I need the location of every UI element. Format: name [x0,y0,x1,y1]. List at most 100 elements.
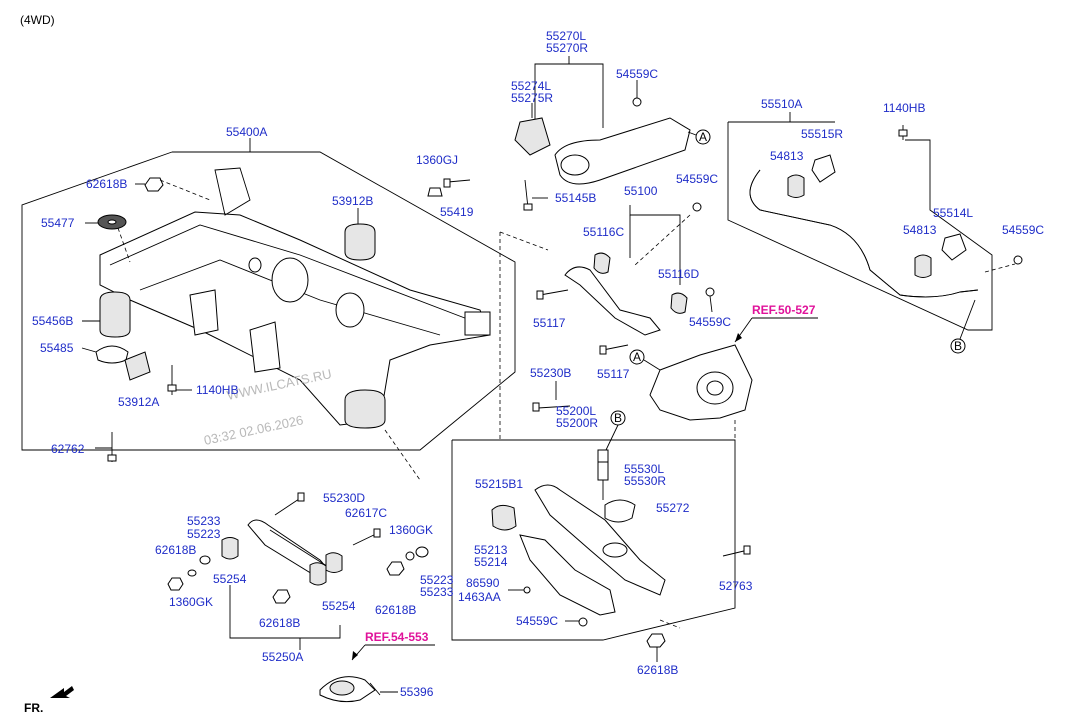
part-label[interactable]: 55233 [187,514,221,528]
assist-arm-group: REF.54-553 [167,492,435,703]
part-label[interactable]: 62618B [259,616,300,630]
subframe-hole-1 [271,257,309,303]
part-label[interactable]: 54559C [616,67,658,81]
part-label[interactable]: 55230D [323,491,365,505]
ref-54-553[interactable]: REF.54-553 [365,630,429,644]
part-label[interactable]: 55485 [40,341,74,355]
washer-55223-1 [199,555,211,565]
washer-1360GK-1 [187,569,197,577]
bolt-86590 [523,586,531,594]
part-label[interactable]: 52763 [719,579,753,593]
subframe-body [99,211,491,426]
watermark-line2: 03:32 02.06.2026 [203,412,305,448]
part-label[interactable]: 55270L [546,29,586,43]
part-label[interactable]: 55215B1 [475,477,523,491]
part-label[interactable]: 62617C [345,506,387,520]
stabilizer-group-outline [727,122,993,331]
part-label[interactable]: 55250A [262,650,303,664]
part-label[interactable]: 1140HB [883,101,925,115]
part-label[interactable]: 55272 [656,501,690,515]
part-label[interactable]: 55116C [583,225,624,239]
part-label[interactable]: 55275R [511,91,553,105]
part-label[interactable]: 54559C [676,172,718,186]
subframe-bracket-1 [189,289,219,336]
subframe-hole-2 [335,292,365,328]
part-label[interactable]: 55400A [226,125,267,139]
nut-1360GJ [427,187,443,197]
bushing-55274 [514,117,551,156]
part-label[interactable]: 55214 [474,555,508,569]
knuckle-group: A REF.50-527 [629,303,818,421]
part-label[interactable]: 54813 [770,149,804,163]
bushing-55456B [99,291,131,338]
part-label[interactable]: 55117 [533,316,566,330]
lower-arm-plate [519,534,616,616]
part-label[interactable]: 55270R [546,41,588,55]
part-label[interactable]: 62618B [375,603,416,617]
part-label[interactable]: 54559C [516,614,558,628]
ref-50-527[interactable]: REF.50-527 [752,303,816,317]
part-label[interactable]: 55514L [933,206,973,220]
part-label[interactable]: 55116D [658,267,699,281]
part-label[interactable]: 62618B [637,663,678,677]
part-label[interactable]: 1360GJ [416,153,458,167]
part-label[interactable]: 55530L [624,462,664,476]
part-label[interactable]: 55254 [213,572,247,586]
front-indicator: FR. [24,686,74,715]
part-label[interactable]: 55274L [511,79,551,93]
washer-1360GK-2 [405,551,415,561]
part-label[interactable]: 86590 [466,576,500,590]
part-label[interactable]: 62618B [86,177,127,191]
nut-62618B-5 [646,633,666,648]
subframe-mount-right [464,311,491,336]
part-label[interactable]: 1463AA [458,590,501,604]
bushing-55215B1 [491,504,517,531]
part-label[interactable]: 55117 [597,367,630,381]
part-label[interactable]: 54559C [689,315,731,329]
part-label[interactable]: 53912B [332,194,373,208]
nut-54559C-2 [692,202,702,212]
bushing-55254-1 [221,537,239,560]
part-label[interactable]: 55233 [420,585,454,599]
part-label[interactable]: 55396 [400,685,434,699]
part-label[interactable]: 1360GK [389,523,433,537]
subframe-group-outline [21,151,516,451]
callout-a-2: A [633,350,641,364]
part-label[interactable]: 55510A [761,97,802,111]
part-label[interactable]: 55200R [556,416,598,430]
nut-54559C-5 [578,617,588,627]
variant-label: (4WD) [20,13,55,27]
bushing-assist-arm [325,552,343,573]
dashed-guides [117,179,736,629]
part-label[interactable]: 55230B [530,366,571,380]
part-label[interactable]: 53912A [118,395,159,409]
front-label: FR. [24,701,43,715]
part-label[interactable]: 55200L [556,404,596,418]
part-label[interactable]: 1360GK [169,595,213,609]
part-label[interactable]: 55515R [801,127,843,141]
part-label[interactable]: 54559C [1002,223,1044,237]
part-label[interactable]: 62618B [155,543,196,557]
part-label[interactable]: 1140HB [196,383,238,397]
part-label[interactable]: 55223 [420,573,454,587]
part-label[interactable]: 55477 [41,216,75,230]
part-label[interactable]: 55456B [32,314,73,328]
nut-54559C-3 [705,287,715,297]
part-label[interactable]: 55419 [440,205,474,219]
washer-55223-2 [415,546,429,558]
part-label[interactable]: 54813 [903,223,937,237]
bolt-55419 [447,179,471,183]
part-label[interactable]: 55145B [555,191,596,205]
nut-62618B-4 [386,561,405,576]
part-label[interactable]: 62762 [51,442,85,456]
part-label[interactable]: 55213 [474,543,508,557]
part-label[interactable]: 55254 [322,599,356,613]
part-label[interactable]: 55223 [187,527,221,541]
lower-arm-group: B [451,381,751,662]
part-label[interactable]: 55530R [624,474,666,488]
part-label[interactable]: 55100 [624,184,658,198]
subframe-hole-3 [248,257,262,273]
leader-55250A [229,585,341,639]
nut-54559C-4 [1013,255,1023,265]
